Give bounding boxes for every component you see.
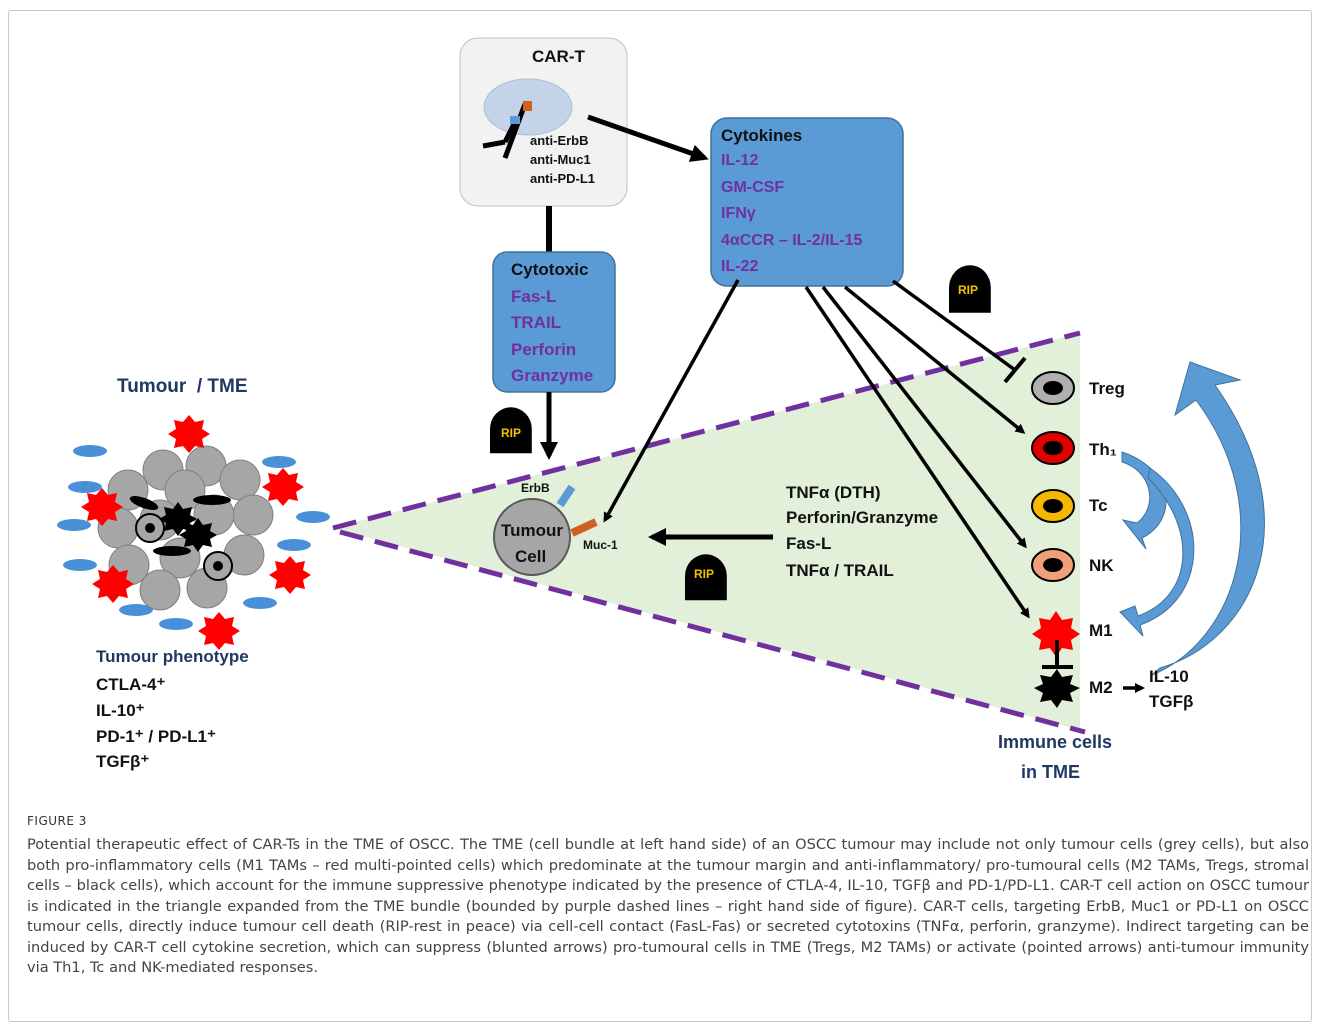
erbb-label: ErbB: [521, 481, 550, 495]
tumour-cell: [493, 498, 571, 576]
treg-label: Treg: [1089, 379, 1125, 398]
cytotoxic-item-1: Fas-L: [511, 287, 556, 306]
nk-cell: [1031, 548, 1075, 582]
m1-cell: [1032, 611, 1080, 657]
cytokine-item-4: 4αCCR – IL-2/IL-15: [721, 232, 863, 249]
cytokines-to-nk-arrow: [821, 285, 1027, 549]
phenotype-2: IL-10⁺: [96, 701, 145, 720]
tumour-cell-label-2: Cell: [515, 547, 546, 566]
cart-target-2: anti-Muc1: [530, 152, 591, 167]
th1-feedback-arrow: [1121, 451, 1167, 550]
treg-cell: [1031, 371, 1075, 405]
m2-product-2: TGFβ: [1149, 692, 1193, 711]
m2-cell: [1034, 669, 1080, 708]
cytokines-to-m1-arrow: [804, 286, 1030, 619]
cytokines-box: [710, 117, 904, 287]
cytokines-to-th1-arrow: [843, 285, 1026, 434]
erbb-receptor: [556, 484, 576, 508]
phenotype-4: TGFβ⁺: [96, 752, 149, 771]
il22-to-muc1-arrow: [603, 279, 740, 523]
cart-target-3: anti-PD-L1: [530, 171, 595, 186]
cytotoxic-item-3: Perforin: [511, 340, 576, 359]
cytokine-item-5: IL-22: [721, 258, 758, 275]
m2-product-1: IL-10: [1149, 667, 1189, 686]
tumour-bundle: [57, 415, 330, 650]
m2-label: M2: [1089, 678, 1113, 697]
th1-label: Th₁: [1089, 440, 1117, 459]
m1-label: M1: [1089, 621, 1113, 640]
tumour-title: Tumour / TME: [117, 376, 248, 397]
m2-to-treg-arrow: [1151, 361, 1265, 676]
cytokine-item-2: GM-CSF: [721, 179, 784, 196]
tumour-cell-label-1: Tumour: [501, 521, 563, 540]
figure-label: FIGURE 3: [27, 814, 87, 828]
cytokines-to-treg-inhibit: [891, 279, 1017, 372]
cart-title: CAR-T: [532, 47, 585, 66]
immune-title-1: Immune cells: [998, 732, 1112, 752]
cytokines-title: Cytokines: [721, 126, 802, 145]
cart-target-1: anti-ErbB: [530, 133, 589, 148]
tc-label: Tc: [1089, 496, 1108, 515]
car-receptor-icon: [482, 101, 532, 159]
cytotoxic-title: Cytotoxic: [511, 260, 588, 279]
cytokine-item-3: IFNγ: [721, 205, 756, 222]
phenotype-1: CTLA-4⁺: [96, 675, 165, 694]
figure-caption: Potential therapeutic effect of CAR-Ts i…: [27, 836, 1309, 976]
mechanism-1: TNFα (DTH): [786, 483, 880, 502]
triangle-lower-dash: [339, 529, 1086, 735]
phenotype-3: PD-1⁺ / PD-L1⁺: [96, 727, 216, 746]
muc1-label: Muc-1: [583, 538, 618, 552]
immune-title-2: in TME: [1021, 762, 1080, 782]
tumour-phenotype-title: Tumour phenotype: [96, 647, 249, 666]
tc-cell: [1031, 489, 1075, 523]
treg-inhibit-bar: [1003, 356, 1027, 384]
tme-triangle: [333, 333, 1080, 730]
th1-cell: [1031, 431, 1075, 465]
th1-to-m1-arrow: [1119, 467, 1195, 637]
figure-frame: [8, 10, 1312, 1022]
cytotoxic-box: [492, 251, 616, 393]
diagram-canvas: CAR-T anti-ErbB anti-Muc1 anti-PD-L1 Cyt…: [57, 37, 1265, 782]
cytokine-item-1: IL-12: [721, 152, 758, 169]
cart-to-cytokines-arrow: [587, 114, 709, 162]
triangle-upper-dash: [332, 330, 1081, 531]
rip-label-cytotoxic: RIP: [501, 426, 521, 440]
mechanism-2: Perforin/Granzyme: [786, 508, 938, 527]
mechanism-4: TNFα / TRAIL: [786, 561, 894, 580]
cytotoxic-item-4: Granzyme: [511, 366, 593, 385]
rip-label-mechanism: RIP: [694, 567, 714, 581]
muc1-receptor: [570, 518, 598, 537]
mechanism-3: Fas-L: [786, 534, 831, 553]
rip-label-treg: RIP: [958, 283, 978, 297]
cytotoxic-item-2: TRAIL: [511, 313, 561, 332]
nk-label: NK: [1089, 556, 1114, 575]
